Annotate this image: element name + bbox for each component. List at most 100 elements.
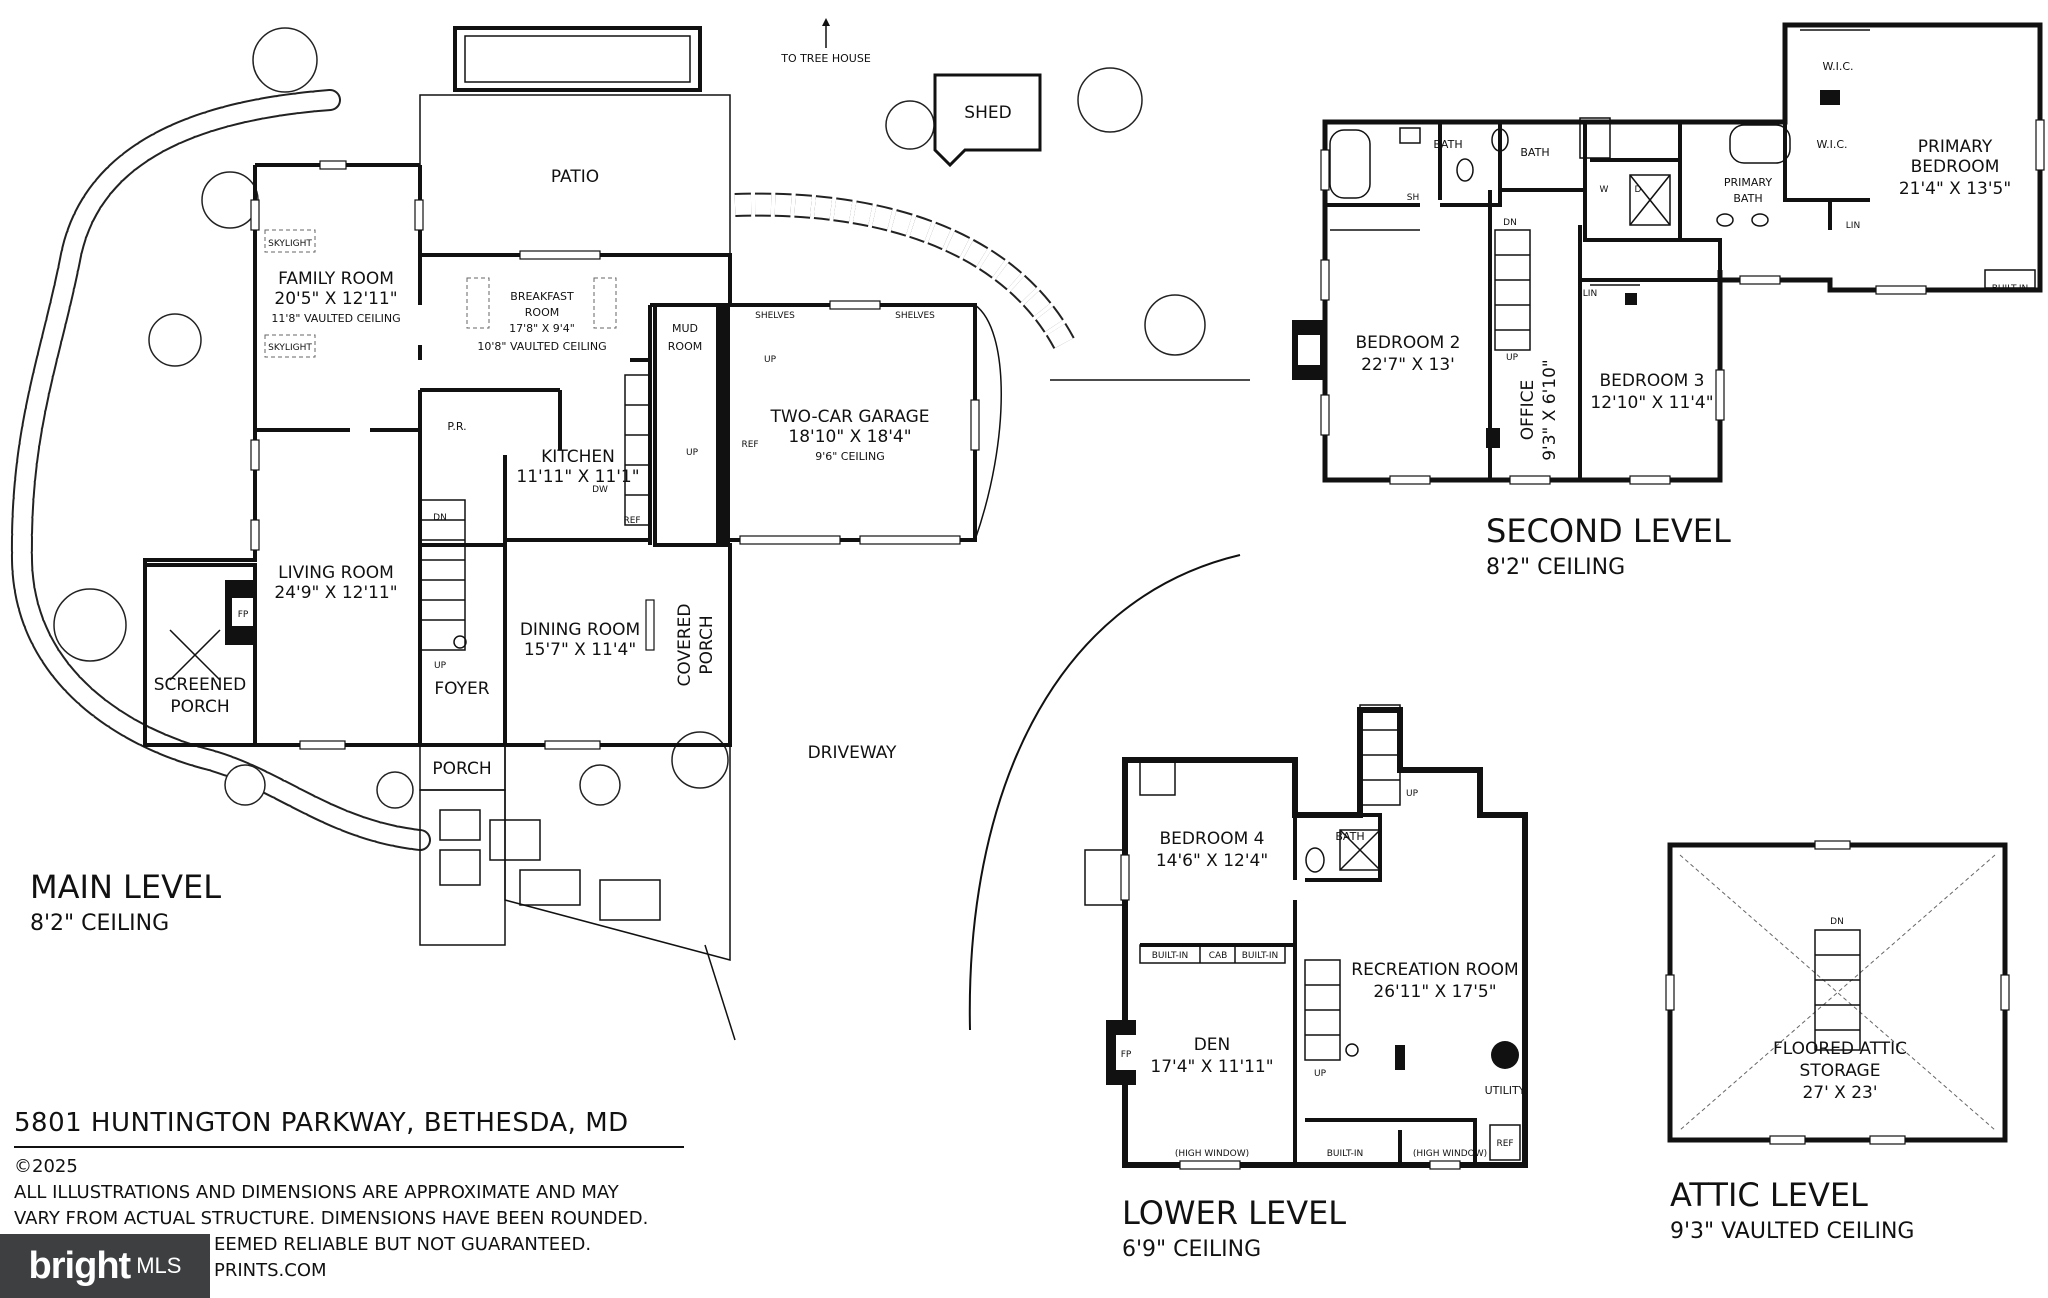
den-label: DEN <box>1194 1035 1231 1055</box>
foyer-label: FOYER <box>434 679 489 699</box>
living-room-label: LIVING ROOM <box>278 563 394 583</box>
primary-bath-label-2: BATH <box>1733 192 1762 205</box>
patio-label: PATIO <box>551 167 599 187</box>
attic-level-ceiling: 9'3" VAULTED CEILING <box>1670 1219 1914 1244</box>
lower-level-plan: BEDROOM 4 14'6" X 12'4" BATH BUILT-IN CA… <box>1084 704 1528 1262</box>
second-level-title: SECOND LEVEL <box>1486 512 1731 550</box>
family-room-ceiling: 11'8" VAULTED CEILING <box>271 312 400 325</box>
den-dim: 17'4" X 11'11" <box>1150 1057 1273 1077</box>
primary-bath-label: PRIMARY <box>1724 176 1772 189</box>
disclaimer-line-3: EEMED RELIABLE BUT NOT GUARANTEED. <box>214 1234 592 1255</box>
shed-label: SHED <box>964 103 1011 123</box>
sh-label: SH <box>1407 193 1419 203</box>
main-up-label: UP <box>434 661 447 671</box>
attic-level-plan: DN FLOORED ATTIC STORAGE 27' X 23' ATTIC… <box>1665 840 2010 1244</box>
family-room-label: FAMILY ROOM <box>278 269 394 289</box>
skylight-label-1: SKYLIGHT <box>268 239 312 249</box>
second-level-plan: BATH BATH SH W.I.C. W.I.C. PRIMARY BEDRO… <box>1292 22 2045 580</box>
built-in-label: BUILT-IN <box>1992 284 2029 294</box>
second-stair <box>1494 229 1531 351</box>
bedroom4-dim: 14'6" X 12'4" <box>1156 851 1268 871</box>
skylight-label-2: SKYLIGHT <box>268 343 312 353</box>
lower-level-ceiling: 6'9" CEILING <box>1122 1237 1261 1262</box>
main-level-plan: TO TREE HOUSE PATIO SHED FAMILY ROOM 20'… <box>10 18 1250 1041</box>
attic-stair <box>1814 929 1861 1051</box>
attic-level-title: ATTIC LEVEL <box>1670 1176 1868 1214</box>
garage-ceiling: 9'6" CEILING <box>815 450 885 463</box>
address: 5801 HUNTINGTON PARKWAY, BETHESDA, MD <box>14 1108 684 1148</box>
screened-porch-label-2: PORCH <box>170 697 229 717</box>
washer-label: W <box>1600 185 1609 195</box>
breakfast-room-label: BREAKFAST <box>510 290 574 303</box>
dining-room-label: DINING ROOM <box>520 620 640 640</box>
covered-porch-label-2: PORCH <box>697 615 717 674</box>
kitchen-label: KITCHEN <box>541 447 615 467</box>
breakfast-room-label-2: ROOM <box>525 306 559 319</box>
wic-label-1: W.I.C. <box>1822 60 1853 73</box>
copyright: ©2025 <box>14 1156 78 1177</box>
ref-label: REF <box>623 516 640 526</box>
dw-label: DW <box>592 485 608 495</box>
bedroom4-label: BEDROOM 4 <box>1160 829 1265 849</box>
lower-stair <box>1139 704 1401 1061</box>
bedroom2-label: BEDROOM 2 <box>1356 333 1461 353</box>
attic-dn-label: DN <box>1830 917 1844 927</box>
built-in-label-3: BUILT-IN <box>1327 1149 1364 1159</box>
kitchen-stair <box>624 374 651 526</box>
mud-room-label: MUD <box>672 322 698 335</box>
main-stair <box>419 499 467 651</box>
living-room-dim: 24'9" X 12'11" <box>274 583 397 603</box>
second-dn-label: DN <box>1503 218 1517 228</box>
trees <box>53 27 1206 809</box>
shed <box>933 73 1042 168</box>
second-level-ceiling: 8'2" CEILING <box>1486 555 1625 580</box>
den-fp-label: FP <box>1121 1050 1132 1060</box>
shelves-label-1: SHELVES <box>755 311 795 321</box>
primary-bedroom-label-2: BEDROOM <box>1911 157 2000 177</box>
bright-mls-logo: bright MLS <box>0 1234 210 1298</box>
cab-label: CAB <box>1209 951 1228 961</box>
info-block: 5801 HUNTINGTON PARKWAY, BETHESDA, MD ©2… <box>14 1108 694 1284</box>
shelves-label-2: SHELVES <box>895 311 935 321</box>
attic-storage-label: FLOORED ATTIC <box>1773 1039 1907 1059</box>
recreation-room-dim: 26'11" X 17'5" <box>1373 982 1496 1002</box>
kitchen-up-label: UP <box>686 448 699 458</box>
lower-bath-label: BATH <box>1335 830 1364 843</box>
bath-2-label: BATH <box>1520 146 1549 159</box>
porch-label: PORCH <box>432 759 491 779</box>
attic-storage-dim: 27' X 23' <box>1802 1083 1877 1103</box>
driveway-label: DRIVEWAY <box>808 743 897 763</box>
logo-suffix: MLS <box>136 1253 182 1278</box>
mud-room-label-2: ROOM <box>668 340 702 353</box>
utility-label: UTILITY <box>1485 1084 1526 1097</box>
office-label: OFFICE <box>1518 380 1538 441</box>
built-in-label-1: BUILT-IN <box>1152 951 1189 961</box>
lower-level-title: LOWER LEVEL <box>1122 1194 1346 1232</box>
lower-ref-label: REF <box>1496 1139 1513 1149</box>
garage-dim: 18'10" X 18'4" <box>788 427 911 447</box>
breakfast-room-dim: 17'8" X 9'4" <box>509 322 575 335</box>
bedroom3-label: BEDROOM 3 <box>1600 371 1705 391</box>
primary-bedroom-dim: 21'4" X 13'5" <box>1899 179 2011 199</box>
second-up-label: UP <box>1506 353 1519 363</box>
kitchen-dim: 11'11" X 11'1" <box>516 467 639 487</box>
high-window-label-2: (HIGH WINDOW) <box>1413 1149 1487 1159</box>
disclaimer-line-2: VARY FROM ACTUAL STRUCTURE. DIMENSIONS H… <box>14 1208 649 1229</box>
bedroom2-dim: 22'7" X 13' <box>1361 355 1455 375</box>
dryer-label: D <box>1635 185 1642 195</box>
built-in-label-2: BUILT-IN <box>1242 951 1279 961</box>
disclaimer-line-1: ALL ILLUSTRATIONS AND DIMENSIONS ARE APP… <box>14 1182 619 1203</box>
lower-up-label-2: UP <box>1314 1069 1327 1079</box>
main-dn-label: DN <box>433 513 447 523</box>
mud-up-label: UP <box>764 355 777 365</box>
disclaimer-line-4: PRINTS.COM <box>214 1260 327 1281</box>
wic-label-2: W.I.C. <box>1816 138 1847 151</box>
dining-room-dim: 15'7" X 11'4" <box>524 640 636 660</box>
screened-porch-label: SCREENED <box>154 675 247 695</box>
lin-label-2: LIN <box>1583 289 1597 299</box>
covered-porch-label: COVERED <box>675 604 695 687</box>
powder-room-label: P.R. <box>447 420 466 433</box>
recreation-room-label: RECREATION ROOM <box>1351 960 1518 980</box>
garage-ref-label: REF <box>741 440 758 450</box>
